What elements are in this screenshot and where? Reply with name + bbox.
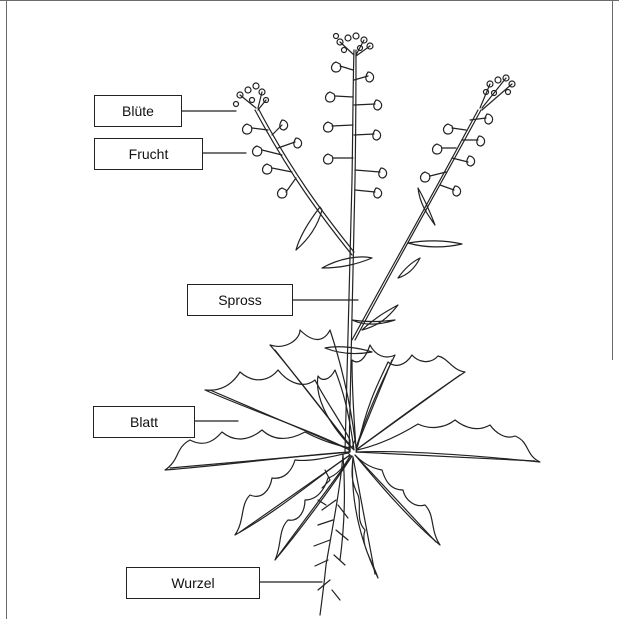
fruits-left [243,120,302,198]
flowers-top [334,33,374,56]
label-box-spross: Spross [187,284,293,316]
label-blatt: Blatt [94,407,194,437]
main-stem [345,50,356,452]
label-bluete: Blüte [95,96,181,126]
flowers-right [480,75,515,110]
flowers-left [234,83,269,110]
left-branch [255,108,354,255]
label-box-wurzel: Wurzel [126,567,260,599]
label-frucht: Frucht [95,139,202,169]
roots [314,455,348,615]
label-wurzel: Wurzel [127,568,259,598]
label-box-bluete: Blüte [94,95,182,127]
right-branch [352,110,481,340]
rosette-leaves [165,330,540,578]
label-box-frucht: Frucht [94,138,203,170]
label-box-blatt: Blatt [93,406,195,438]
stem-leaves [296,188,462,354]
label-spross: Spross [188,285,292,315]
